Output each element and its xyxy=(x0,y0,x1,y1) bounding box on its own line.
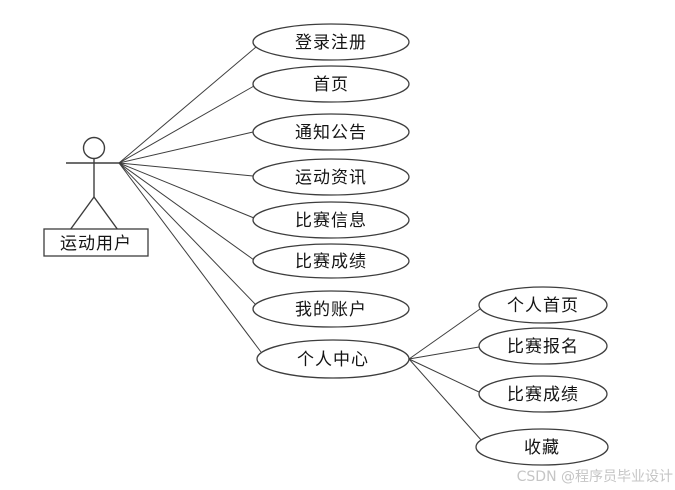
usecase-label: 收藏 xyxy=(524,438,560,458)
usecase-ellipse xyxy=(252,23,410,61)
actor-association-lines xyxy=(118,46,262,353)
usecase-label: 通知公告 xyxy=(295,123,367,143)
association-line xyxy=(118,162,257,306)
actor-left-leg xyxy=(69,196,95,231)
association-line xyxy=(118,85,255,164)
usecase-ellipse xyxy=(478,327,608,365)
usecase-match-info: 比赛信息 xyxy=(252,201,410,239)
actor-label-rect xyxy=(43,228,149,257)
actor-label: 运动用户 xyxy=(60,234,132,254)
usecase-match-results-sub: 比赛成绩 xyxy=(478,375,608,413)
usecase-label: 我的账户 xyxy=(295,300,367,320)
usecase-ellipse xyxy=(256,339,410,379)
usecase-ellipse xyxy=(252,113,410,151)
watermark-text: CSDN @程序员毕业设计 xyxy=(517,469,673,485)
usecase-label: 比赛成绩 xyxy=(507,384,579,405)
actor-head xyxy=(82,136,106,160)
usecase-label: 个人中心 xyxy=(297,350,369,370)
usecase-label: 比赛信息 xyxy=(295,210,367,231)
usecase-label: 首页 xyxy=(313,75,349,95)
usecase-label: 个人首页 xyxy=(507,296,579,316)
usecase-match-signup: 比赛报名 xyxy=(478,327,608,365)
association-line xyxy=(408,358,480,393)
association-line xyxy=(408,346,480,360)
personal-center-association-lines xyxy=(408,308,483,442)
association-line xyxy=(118,46,257,164)
usecase-ellipse xyxy=(252,243,410,279)
association-line xyxy=(118,162,254,177)
usecase-ellipse xyxy=(475,428,609,466)
usecase-ellipse xyxy=(252,290,410,328)
usecase-ellipse xyxy=(252,158,410,196)
association-line xyxy=(408,358,483,442)
usecase-my-account: 我的账户 xyxy=(252,290,410,328)
usecase-label: 比赛成绩 xyxy=(295,251,367,272)
association-line xyxy=(408,308,481,360)
usecase-ellipse xyxy=(252,65,410,103)
usecase-label: 比赛报名 xyxy=(507,336,579,357)
usecase-personal-center: 个人中心 xyxy=(256,339,410,379)
usecase-label: 登录注册 xyxy=(295,33,367,53)
usecase-ellipse xyxy=(478,375,608,413)
usecase-match-results: 比赛成绩 xyxy=(252,243,410,279)
usecase-favorites: 收藏 xyxy=(475,428,609,466)
association-line xyxy=(118,162,255,261)
actor-label-box: 运动用户 xyxy=(43,228,149,257)
usecase-home: 首页 xyxy=(252,65,410,103)
usecase-notice: 通知公告 xyxy=(252,113,410,151)
usecase-personal-home: 个人首页 xyxy=(478,286,608,324)
association-line xyxy=(118,131,254,164)
usecase-login-register: 登录注册 xyxy=(252,23,410,61)
usecase-label: 运动资讯 xyxy=(295,168,367,188)
association-line xyxy=(118,162,262,353)
usecase-ellipse xyxy=(252,201,410,239)
usecase-sport-news: 运动资讯 xyxy=(252,158,410,196)
actor-right-leg xyxy=(93,196,119,231)
association-line xyxy=(118,162,255,219)
actor-figure-icon xyxy=(66,136,119,231)
usecase-ellipse xyxy=(478,286,608,324)
